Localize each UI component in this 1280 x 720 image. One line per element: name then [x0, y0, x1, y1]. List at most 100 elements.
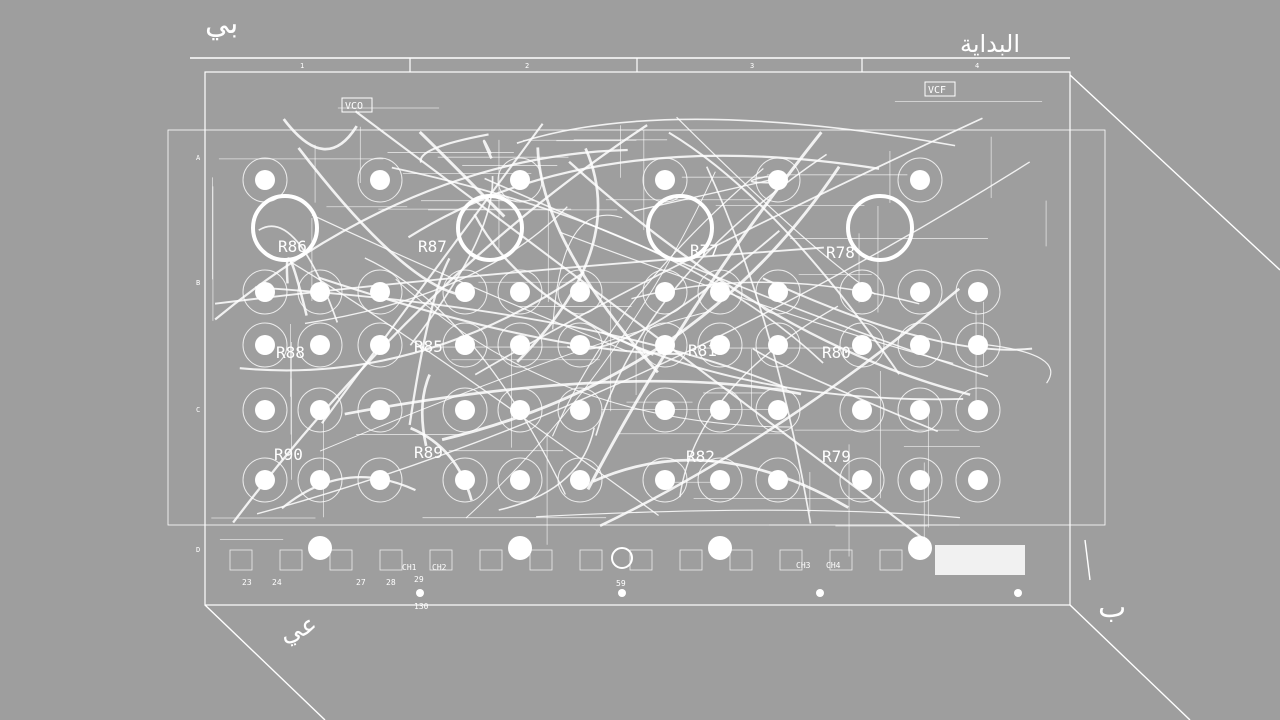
potentiometer-outline [955, 269, 1001, 315]
potentiometer-outline [897, 322, 943, 368]
wire-trace [297, 147, 472, 298]
potentiometer-knob [570, 282, 590, 302]
potentiometer-outline [297, 387, 343, 433]
wire-trace [214, 148, 628, 321]
potentiometer-knob [570, 470, 590, 490]
wire-trace [599, 287, 961, 528]
jack-socket [379, 549, 403, 571]
potentiometer-knob [370, 470, 390, 490]
potentiometer-outline [755, 457, 801, 503]
row-letter: D [196, 546, 200, 554]
potentiometer-outline [642, 157, 688, 203]
wire-trace [568, 160, 971, 396]
jack-socket [329, 549, 353, 571]
potentiometer-knob [968, 400, 988, 420]
potentiometer-knob [852, 282, 872, 302]
potentiometer-outline [642, 322, 688, 368]
wire-trace [601, 331, 964, 401]
potentiometer-knob [455, 400, 475, 420]
potentiometer-outline [357, 322, 403, 368]
potentiometer-outline [755, 269, 801, 315]
frame-right-diagonal [1069, 74, 1280, 271]
potentiometer-outline [242, 322, 288, 368]
wire-trace [516, 118, 956, 147]
row-letter: C [196, 406, 200, 414]
title-top-right: البداية [960, 30, 1021, 58]
jack-number: 28 [386, 578, 396, 587]
jack-socket [429, 549, 453, 571]
potentiometer-outline [557, 387, 603, 433]
potentiometer-outline [697, 322, 743, 368]
mounting-hole [618, 589, 626, 597]
potentiometer-knob [310, 470, 330, 490]
mounting-hole [816, 589, 824, 597]
resistor-label: R90 [274, 445, 303, 464]
jack-socket [879, 549, 903, 571]
wire-trace [282, 118, 358, 151]
jack-socket [229, 549, 253, 571]
potentiometer-outline [442, 457, 488, 503]
resistor-label: R80 [822, 343, 851, 362]
potentiometer-outline [357, 269, 403, 315]
potentiometer-outline [755, 387, 801, 433]
wire-trace [592, 458, 849, 509]
resistor-label: R89 [414, 443, 443, 462]
jack-socket [479, 549, 503, 571]
potentiometer-knob [255, 170, 275, 190]
potentiometer-outline [242, 457, 288, 503]
potentiometer-knob [710, 470, 730, 490]
potentiometer-knob [310, 282, 330, 302]
wire-trace [395, 278, 792, 428]
resistor-label: R78 [826, 243, 855, 262]
potentiometer-outline [697, 269, 743, 315]
board-inner-frame [167, 129, 1106, 526]
wire-trace [551, 168, 764, 437]
wire-trace [304, 206, 568, 325]
jack-socket [529, 549, 553, 571]
block-label: VCO [345, 101, 363, 112]
jack-socket [579, 549, 603, 571]
potentiometer-outline [357, 157, 403, 203]
potentiometer-knob [310, 400, 330, 420]
jack-number: 23 [242, 578, 252, 587]
potentiometer-knob [910, 470, 930, 490]
wire-trace [482, 139, 493, 159]
jack-number: CH3 [796, 561, 811, 570]
potentiometer-knob [255, 335, 275, 355]
jack-number: CH4 [826, 561, 841, 570]
potentiometer-outline [755, 157, 801, 203]
potentiometer-knob [710, 335, 730, 355]
resistor-label: R81 [688, 341, 717, 360]
wire-trace [633, 177, 780, 212]
coil-ring [646, 194, 714, 262]
potentiometer-knob [255, 282, 275, 302]
frame-bottom-right-diagonal [1069, 604, 1191, 720]
potentiometer-knob [370, 335, 390, 355]
jack-number: 130 [414, 602, 429, 611]
potentiometer-outline [557, 457, 603, 503]
din-socket [611, 547, 633, 569]
frame-right-tick [1084, 539, 1091, 581]
output-knob [508, 536, 532, 560]
potentiometer-outline [497, 387, 543, 433]
coil-ring [846, 194, 914, 262]
potentiometer-outline [955, 457, 1001, 503]
potentiometer-outline [897, 387, 943, 433]
potentiometer-outline [839, 322, 885, 368]
potentiometer-knob [255, 400, 275, 420]
potentiometer-outline [897, 269, 943, 315]
wire-trace [254, 286, 788, 390]
jack-number: 27 [356, 578, 366, 587]
wire-trace [239, 271, 585, 372]
resistor-label: R86 [278, 237, 307, 256]
potentiometer-knob [710, 400, 730, 420]
wire-trace [516, 147, 600, 363]
potentiometer-outline [357, 387, 403, 433]
wire-trace [418, 130, 506, 218]
potentiometer-outline [442, 387, 488, 433]
potentiometer-outline [442, 269, 488, 315]
wire-trace [214, 246, 824, 305]
wire-trace [419, 133, 489, 163]
wire-trace [420, 374, 431, 447]
text-bottom-right: ب [1098, 590, 1127, 625]
